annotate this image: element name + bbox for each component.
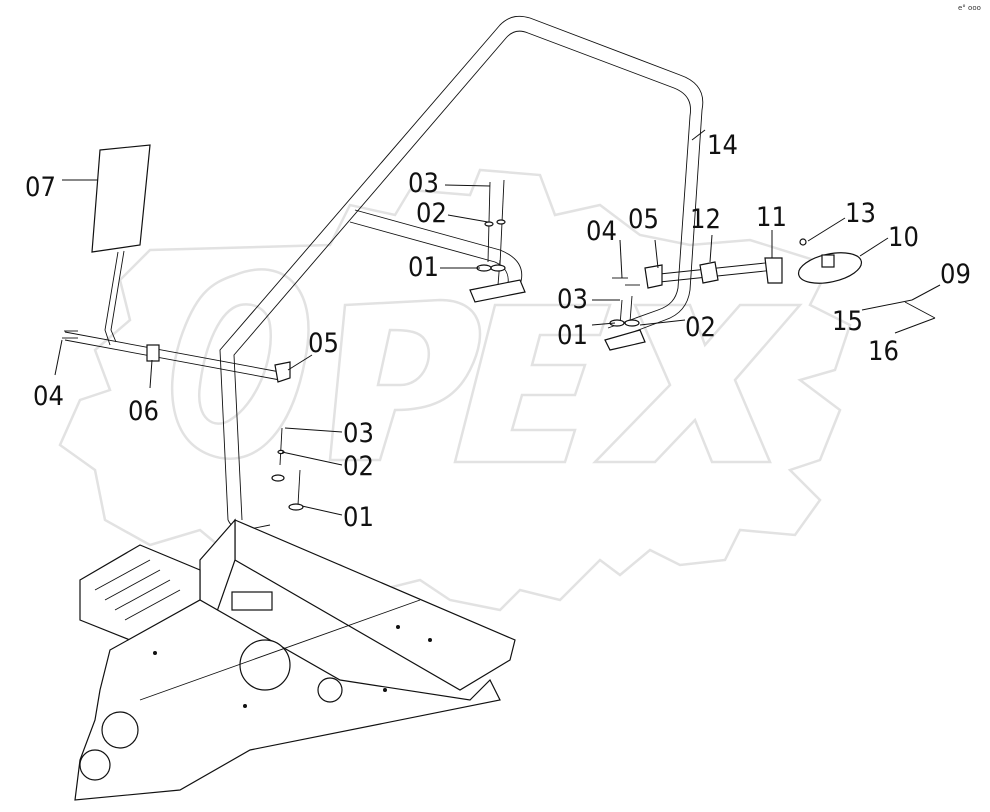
opex-watermark (58, 168, 852, 612)
callout-02-bottom: 02 (343, 451, 374, 482)
callout-03-right: 03 (557, 284, 588, 315)
machine-frame (74, 518, 516, 801)
callout-16: 16 (868, 336, 899, 367)
callout-11: 11 (756, 202, 787, 233)
cross-bar (349, 209, 526, 303)
callout-10: 10 (888, 222, 919, 253)
callout-02-top: 02 (416, 198, 447, 229)
left-mounting-rod (62, 330, 291, 383)
bolt-set-right (604, 295, 646, 351)
corner-mark: e° ooo (958, 4, 981, 12)
callout-02-right: 02 (685, 312, 716, 343)
callout-04-left: 04 (33, 381, 64, 412)
callout-09: 09 (940, 259, 971, 290)
leader-lines (54, 129, 941, 516)
bolt-set-bottom (271, 427, 304, 511)
callout-01-top: 01 (408, 252, 439, 283)
watermark-letter-p (328, 298, 482, 462)
watermark-letter-o (171, 268, 310, 460)
bolt-set-top (476, 179, 506, 272)
callout-13: 13 (845, 198, 876, 229)
callout-03-top: 03 (408, 168, 439, 199)
callout-12: 12 (690, 204, 721, 235)
callout-03-bottom: 03 (343, 418, 374, 449)
callout-14: 14 (707, 130, 738, 161)
callout-01-bottom: 01 (343, 502, 374, 533)
callout-07: 07 (25, 172, 56, 203)
callout-06: 06 (128, 396, 159, 427)
watermark-letter-x (592, 303, 803, 464)
callout-01-right: 01 (557, 320, 588, 351)
callout-labels: 07 03 02 01 04 05 12 11 13 10 09 15 16 1… (25, 130, 971, 533)
callout-15: 15 (832, 306, 863, 337)
callout-05-right: 05 (628, 204, 659, 235)
callout-05-left: 05 (308, 328, 339, 359)
mirror-plate-07 (91, 144, 151, 346)
round-mirror-10 (797, 238, 936, 319)
right-mounting-rod (612, 257, 783, 289)
watermark-letter-e (453, 303, 612, 464)
callout-04-right: 04 (586, 216, 617, 247)
watermark-gear-outline (58, 168, 852, 612)
roll-bar-14 (219, 15, 704, 531)
